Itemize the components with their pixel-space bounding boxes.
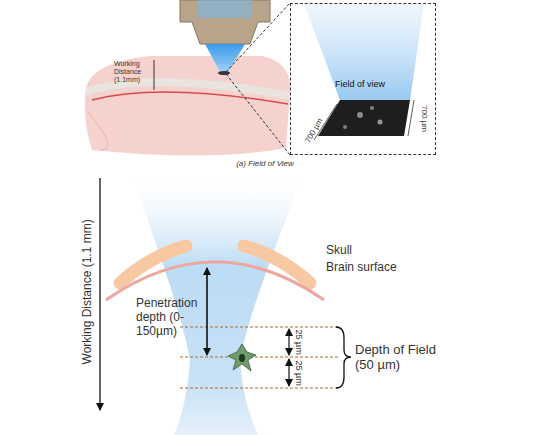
figure-caption: (a) Field of View xyxy=(185,159,345,168)
focal-plane-line xyxy=(180,387,338,388)
node-title: Field of view xyxy=(335,79,385,89)
dimension-label: Penetration depth (0-150µm) xyxy=(136,297,204,338)
inset-box: Field of view xyxy=(290,3,436,155)
working-distance-mark xyxy=(154,60,155,90)
dimension-label: 700 µm xyxy=(419,98,428,138)
cell-spot xyxy=(378,120,383,125)
part-label: Skull xyxy=(326,244,406,258)
focal-plane-line xyxy=(180,356,338,357)
axis-label: Working Distance (1.1 mm) xyxy=(81,177,95,407)
light-cone xyxy=(132,175,302,435)
imaging-plane xyxy=(318,100,410,136)
focal-plane-line xyxy=(180,326,338,327)
focal-spot xyxy=(218,71,230,75)
dof-arrow xyxy=(288,329,289,355)
skull-right xyxy=(244,246,310,283)
cell-spot xyxy=(357,112,363,118)
penetration-arrow xyxy=(206,268,208,355)
dimension-line xyxy=(408,100,414,136)
cell-spot xyxy=(343,125,347,129)
objective-lens xyxy=(180,0,270,44)
brain-surface-line xyxy=(106,262,324,300)
skull-left xyxy=(120,246,186,283)
light-cone xyxy=(205,44,245,72)
working-distance-arrow xyxy=(99,178,100,410)
zoom-line xyxy=(226,3,290,72)
brain-shading xyxy=(88,112,108,150)
dimension-label: 25 µm xyxy=(294,353,304,393)
dimension-label: Working Distance (1.1mm) xyxy=(114,60,154,84)
brain-surface-line xyxy=(92,92,288,104)
brain-block xyxy=(85,56,290,156)
dimension-label: Depth of Field (50 µm) xyxy=(355,343,455,373)
brace xyxy=(336,327,351,388)
dimension-label: 25 µm xyxy=(294,322,304,362)
inset-light xyxy=(304,4,424,100)
cell-spot xyxy=(370,106,374,110)
dof-arrow xyxy=(288,359,289,386)
neuron-cell xyxy=(228,344,256,371)
zoom-line xyxy=(226,74,290,155)
objective-light xyxy=(198,0,252,18)
cell-nucleus xyxy=(239,354,245,362)
part-label: Brain surface xyxy=(326,261,436,275)
